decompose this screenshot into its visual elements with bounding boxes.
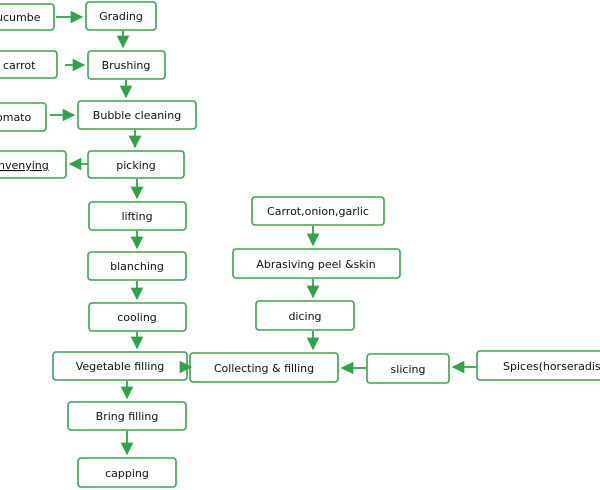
node-capping: capping (77, 457, 177, 488)
node-lifting: lifting (88, 201, 187, 231)
node-label: slicing (391, 363, 426, 376)
node-label: , carrot (0, 59, 36, 72)
node-label: Vegetable filling (76, 360, 165, 373)
node-label: Spices(horseradish (503, 360, 600, 373)
node-label: capping (105, 467, 149, 480)
node-spices: Spices(horseradish (476, 350, 600, 381)
node-carrot-input: , carrot (0, 50, 58, 79)
node-slicing: slicing (366, 353, 450, 384)
node-label: Collecting & filling (214, 362, 314, 375)
node-collecting-filling: Collecting & filling (189, 352, 339, 383)
node-brushing: Brushing (87, 50, 166, 80)
node-label: Brushing (102, 59, 151, 72)
node-label: picking (116, 159, 155, 172)
node-label: cooling (117, 311, 157, 324)
node-label: nvenying (0, 159, 49, 172)
node-abrasive-peel: Abrasiving peel &skin (232, 248, 401, 279)
node-label: Grading (99, 10, 143, 23)
node-label: Carrot,onion,garlic (267, 205, 369, 218)
node-conveying: nvenying (0, 150, 67, 179)
node-label: Bring filling (96, 410, 159, 423)
node-picking: picking (87, 150, 185, 179)
node-label: ucumbe (0, 11, 41, 24)
node-cooling: cooling (88, 302, 187, 332)
node-blanching: blanching (87, 251, 187, 281)
node-cucumber: ucumbe (0, 3, 55, 31)
node-vegetable-filling: Vegetable filling (52, 351, 188, 381)
node-label: blanching (110, 260, 164, 273)
node-dicing: dicing (255, 300, 355, 331)
node-carrot-onion-garlic: Carrot,onion,garlic (251, 196, 385, 226)
node-label: Bubble cleaning (93, 109, 181, 122)
node-tomato: omato (0, 102, 47, 132)
node-grading: Grading (85, 1, 157, 31)
node-label: lifting (121, 210, 152, 223)
node-label: dicing (288, 310, 321, 323)
node-label: omato (0, 111, 31, 124)
node-bring-filling: Bring filling (67, 401, 187, 431)
node-bubble-cleaning: Bubble cleaning (77, 100, 197, 130)
node-label: Abrasiving peel &skin (256, 258, 375, 271)
